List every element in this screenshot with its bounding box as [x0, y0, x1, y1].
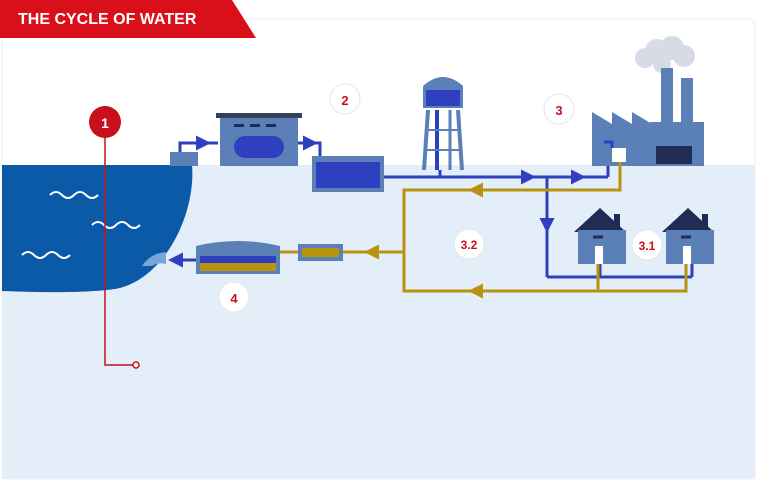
step-1-label: 1: [101, 115, 109, 131]
step-3-2-marker: 3.2: [453, 228, 485, 260]
step-2-marker: 2: [329, 83, 361, 115]
step-4-label: 4: [230, 291, 238, 306]
step-1-marker: 1: [89, 106, 140, 369]
wastewater-plant-icon: [196, 241, 280, 274]
wastewater-network: [343, 162, 688, 299]
outflow-pipe: [142, 252, 196, 268]
house-icon: [574, 208, 626, 264]
sea-icon: [2, 165, 193, 293]
title-banner: THE CYCLE OF WATER: [0, 0, 256, 38]
step-3-2-label: 3.2: [461, 238, 478, 252]
step-3-marker: 3: [543, 93, 575, 125]
step-2-label: 2: [341, 93, 348, 108]
step-3-1-label: 3.1: [639, 239, 656, 253]
house-icon: [662, 208, 714, 264]
factory-icon: [592, 36, 704, 166]
water-tower-icon: [422, 77, 464, 171]
diagram-title: THE CYCLE OF WATER: [18, 11, 197, 28]
step-3-label: 3: [555, 103, 562, 118]
storage-tank-icon: [312, 156, 384, 192]
sediment-tank-icon: [280, 244, 343, 261]
treatment-plant-icon: [216, 113, 302, 166]
intake-pipe: [170, 135, 218, 166]
step-4-marker: 4: [218, 281, 250, 313]
treated-water-pipe: [298, 135, 322, 157]
step-3-1-marker: 3.1: [631, 229, 663, 261]
